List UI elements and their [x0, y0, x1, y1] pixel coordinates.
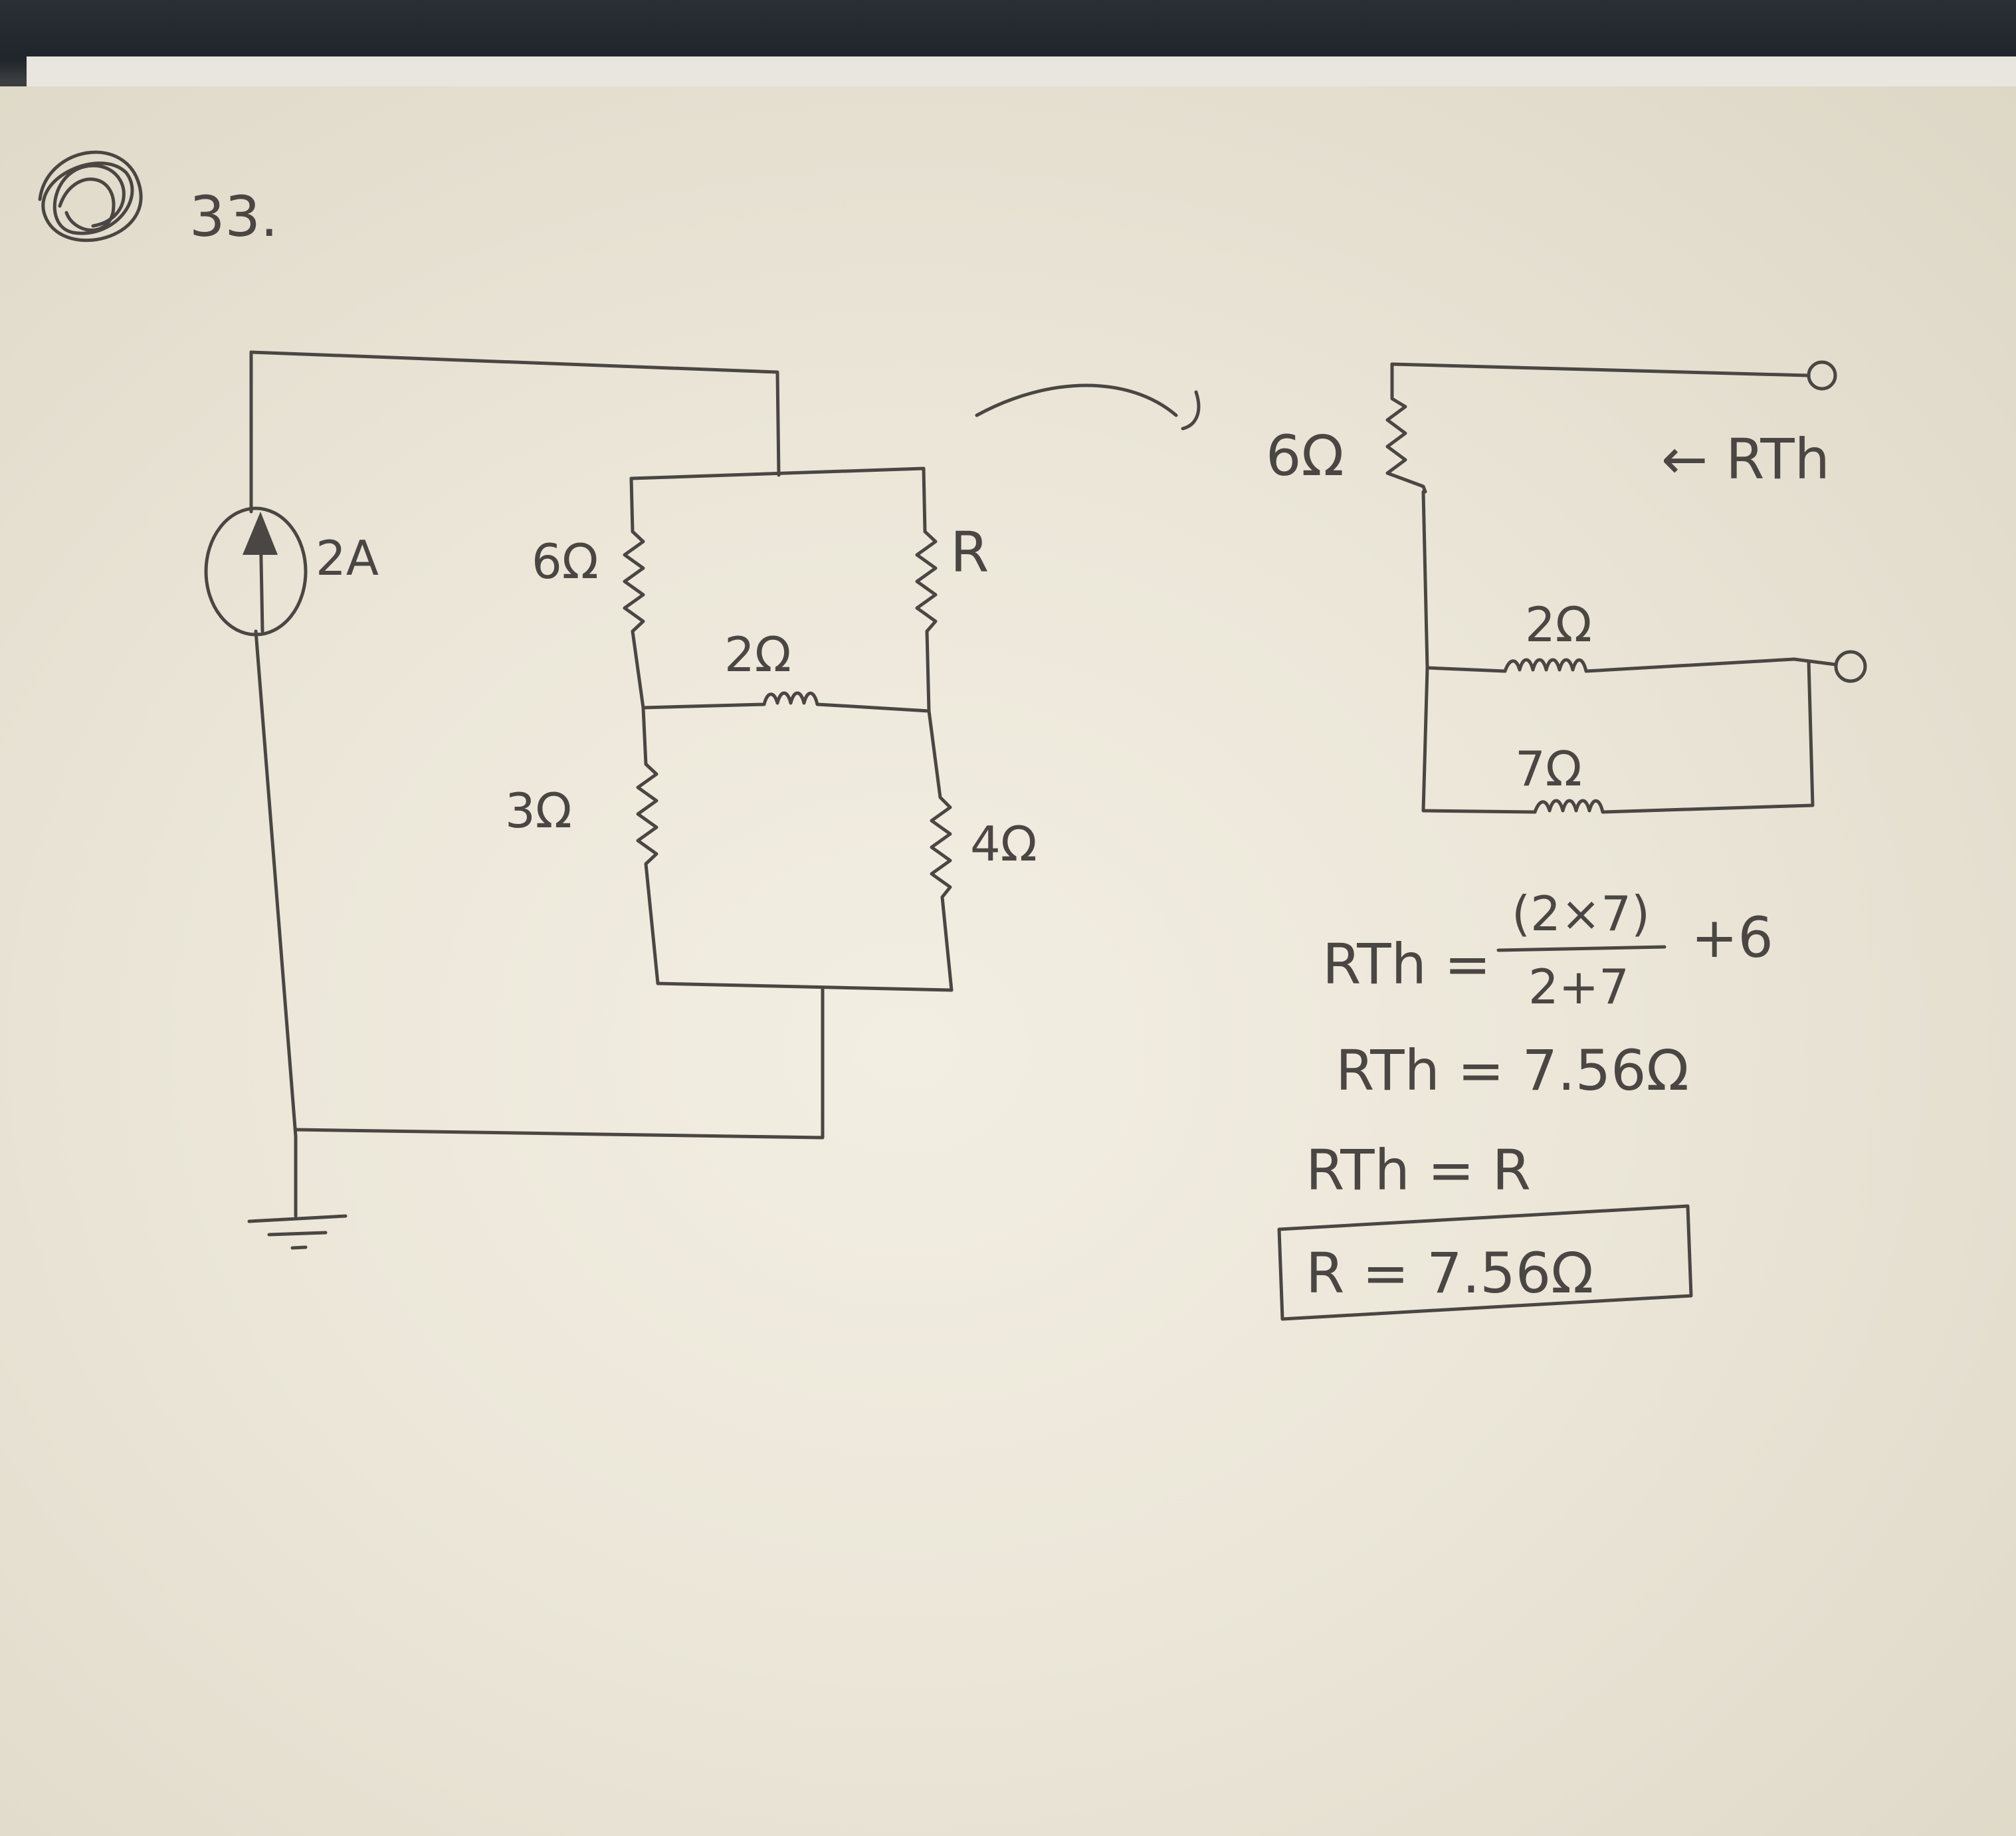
equivalent-circuit: 6Ω ← RTh 2Ω 7Ω: [1266, 360, 1867, 814]
label-2-ohm: 2Ω: [724, 627, 791, 682]
ground-icon: [247, 1214, 348, 1250]
eq-wire-left: [1421, 490, 1429, 670]
scribble-mark: [38, 150, 143, 243]
rth-result: RTh = 7.56Ω: [1336, 1038, 1689, 1103]
eq-resistor-7-ohm: [1421, 659, 1815, 814]
eq-resistor-6-ohm: [1385, 362, 1427, 494]
eq-resistor-2-ohm: [1425, 657, 1796, 673]
terminal-bottom-icon: [1834, 650, 1867, 683]
label-6-ohm: 6Ω: [532, 534, 599, 589]
label-r: R: [950, 520, 989, 585]
wire-top: [249, 350, 781, 477]
bridge-top: [629, 466, 927, 534]
terminal-top-icon: [1807, 360, 1837, 391]
plus-six: +6: [1691, 905, 1773, 970]
wire-bottom: [294, 987, 825, 1140]
rth-prefix: RTh =: [1322, 932, 1491, 997]
bridge-top-left: [629, 476, 635, 534]
eq-label-7-ohm: 7Ω: [1515, 741, 1582, 797]
final-answer: R = 7.56Ω: [1306, 1241, 1593, 1306]
bridge-bottom: [656, 981, 954, 992]
arrow-up-icon: [243, 512, 278, 555]
wire-left-bottom: [254, 629, 298, 1218]
label-4-ohm: 4Ω: [970, 816, 1037, 872]
paper-sheet: [0, 86, 2016, 1836]
eq-label-rth: ← RTh: [1661, 427, 1830, 492]
resistor-4-ohm: [927, 709, 954, 992]
eq-label-2-ohm: 2Ω: [1525, 597, 1592, 653]
eq-wire-top: [1390, 362, 1809, 377]
eq-wire-terminal: [1792, 657, 1837, 666]
resistor-2-ohm: [641, 691, 931, 713]
bridge-left-mid: [631, 629, 645, 710]
fraction-numerator: (2×7): [1512, 886, 1650, 942]
resistor-6-ohm: [623, 530, 645, 633]
source-label: 2A: [316, 530, 379, 586]
eq-label-6-ohm: 6Ω: [1266, 423, 1344, 488]
answer-box: [1277, 1204, 1693, 1321]
resistor-r: [915, 530, 938, 633]
calculation: RTh = (2×7) 2+7 +6 RTh = 7.56Ω RTh = R R…: [1277, 886, 1773, 1321]
transition-arc: [975, 383, 1201, 431]
original-circuit: 2A 6Ω R 2Ω: [204, 350, 1037, 1250]
label-3-ohm: 3Ω: [505, 783, 572, 839]
fraction-denominator: 2+7: [1528, 959, 1629, 1015]
fraction-bar: [1496, 945, 1666, 952]
problem-number: 33.: [189, 184, 278, 249]
bridge-right-mid: [925, 629, 931, 713]
rth-equals-r: RTh = R: [1306, 1138, 1531, 1203]
current-source: [204, 506, 308, 637]
resistor-3-ohm: [636, 706, 660, 985]
